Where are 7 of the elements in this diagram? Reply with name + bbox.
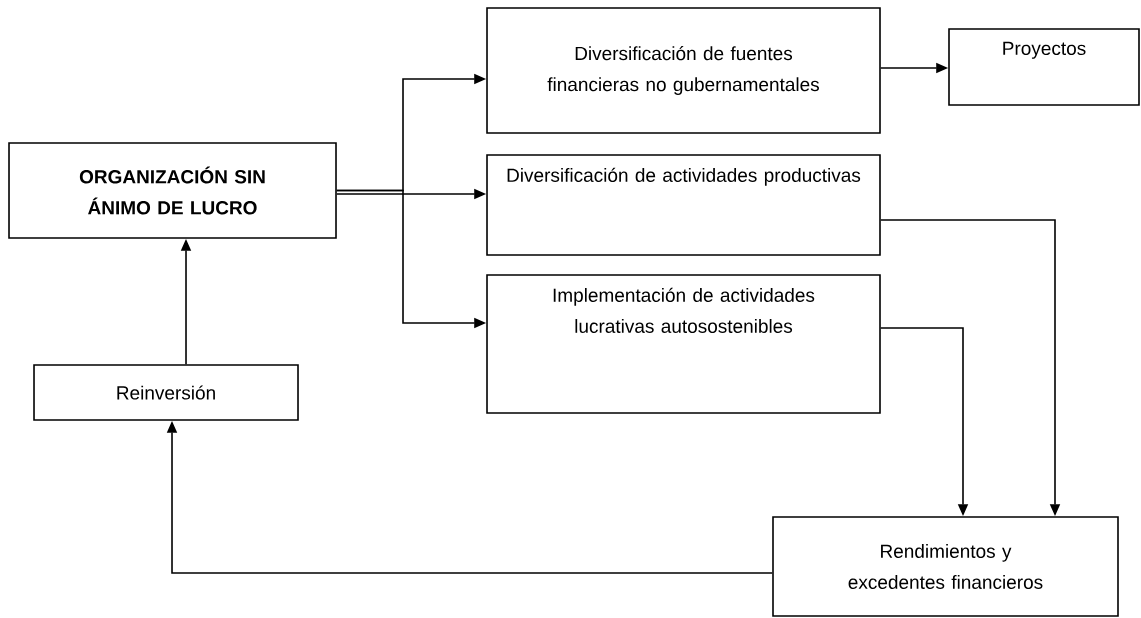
process-box: Proyectos [948,28,1140,106]
process-box: ORGANIZACIÓN SIN ÁNIMO DE LUCRO [8,142,337,239]
process-box: Rendimientos y excedentes financieros [772,516,1119,617]
process-box: Implementación de actividades lucrativas autosostenibles [486,274,881,414]
process-box: Diversificación de fuentes financieras no gubernamentales [486,7,881,134]
process-box: Reinversión [33,364,299,421]
process-box: Diversificación de actividades productivas [486,154,881,256]
